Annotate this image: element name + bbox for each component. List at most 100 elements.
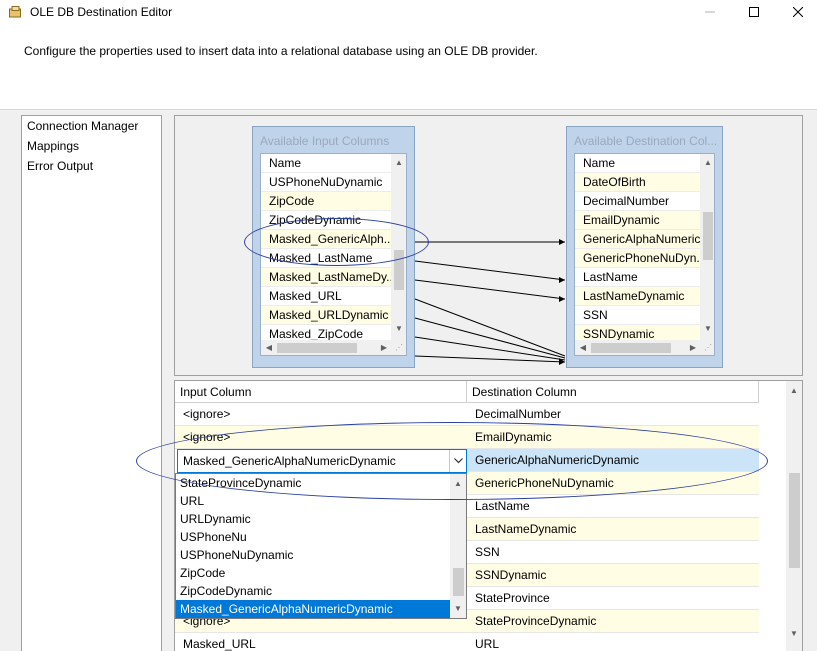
- destination-box-title: Available Destination Col...: [574, 134, 718, 148]
- scrollbar-thumb[interactable]: [453, 568, 464, 596]
- input-list-hscrollbar[interactable]: ◀ ▶ ⋰: [261, 340, 406, 355]
- destination-column-item[interactable]: LastNameDynamic: [575, 287, 700, 306]
- scroll-right-icon[interactable]: ▶: [380, 343, 388, 352]
- destination-columns-list[interactable]: Name DateOfBirth DecimalNumber EmailDyna…: [574, 153, 715, 356]
- resize-grip-icon[interactable]: ⋰: [395, 343, 403, 352]
- input-box-title: Available Input Columns: [260, 134, 390, 148]
- dropdown-option[interactable]: ZipCode: [180, 566, 226, 580]
- scroll-up-icon[interactable]: ▲: [790, 386, 798, 395]
- input-column-item[interactable]: Masked_URLDynamic: [261, 306, 391, 325]
- header-description: Configure the properties used to insert …: [24, 44, 538, 58]
- input-column-combobox[interactable]: Masked_GenericAlphaNumericDynamic: [177, 449, 467, 473]
- mapping-line: [414, 298, 566, 357]
- ssis-destination-icon: [9, 6, 21, 18]
- scroll-down-icon[interactable]: ▼: [454, 604, 462, 613]
- grid-destination-cell: StateProvinceDynamic: [467, 610, 759, 633]
- available-destination-columns-box[interactable]: Available Destination Col... Name DateOf…: [566, 126, 723, 368]
- mapping-arrowhead: [559, 239, 565, 245]
- grid-destination-cell: StateProvince: [467, 587, 759, 610]
- destination-column-item[interactable]: DateOfBirth: [575, 173, 700, 192]
- grid-input-cell[interactable]: <ignore>: [175, 403, 467, 426]
- input-list-header: Name: [261, 154, 391, 173]
- resize-grip-icon[interactable]: ⋰: [704, 343, 712, 352]
- input-column-item[interactable]: Masked_URL: [261, 287, 391, 306]
- grid-input-cell[interactable]: Masked_URL: [175, 633, 467, 651]
- dropdown-button[interactable]: [449, 450, 466, 472]
- window-title: OLE DB Destination Editor: [30, 5, 173, 19]
- destination-column-item[interactable]: DecimalNumber: [575, 192, 700, 211]
- grid-destination-cell: LastName: [467, 495, 759, 518]
- dropdown-vscrollbar[interactable]: ▲ ▼: [450, 474, 466, 618]
- grid-destination-cell: GenericPhoneNuDynamic: [467, 472, 759, 495]
- dropdown-option[interactable]: URLDynamic: [180, 512, 251, 526]
- dropdown-option[interactable]: URL: [180, 494, 205, 508]
- input-columns-list[interactable]: Name USPhoneNuDynamic ZipCode ZipCodeDyn…: [260, 153, 407, 356]
- input-column-item[interactable]: ZipCodeDynamic: [261, 211, 391, 230]
- grid-destination-cell: LastNameDynamic: [467, 518, 759, 541]
- input-column-item[interactable]: ZipCode: [261, 192, 391, 211]
- minimize-icon: [705, 11, 715, 13]
- destination-column-header[interactable]: Destination Column: [467, 381, 759, 403]
- destination-column-item[interactable]: GenericPhoneNuDyn...: [575, 249, 700, 268]
- close-button[interactable]: [775, 0, 817, 24]
- scroll-left-icon[interactable]: ◀: [579, 343, 587, 352]
- mapping-arrowhead: [559, 277, 565, 283]
- scroll-left-icon[interactable]: ◀: [265, 343, 273, 352]
- scroll-up-icon[interactable]: ▲: [454, 479, 462, 488]
- nav-item-connection-manager[interactable]: Connection Manager: [27, 119, 139, 133]
- input-list-vscrollbar[interactable]: ▲ ▼: [391, 154, 406, 340]
- mapping-line: [414, 279, 566, 300]
- editor-header: Configure the properties used to insert …: [0, 24, 817, 110]
- mapping-line: [414, 336, 566, 361]
- input-column-item[interactable]: Masked_LastNameDy...: [261, 268, 391, 287]
- scrollbar-thumb[interactable]: [591, 343, 671, 353]
- page-navigation: Connection Manager Mappings Error Output: [21, 115, 162, 651]
- combobox-value: Masked_GenericAlphaNumericDynamic: [183, 454, 396, 468]
- scrollbar-thumb[interactable]: [703, 212, 713, 260]
- destination-list-header: Name: [575, 154, 700, 173]
- grid-destination-cell: DecimalNumber: [467, 403, 759, 426]
- scroll-up-icon[interactable]: ▲: [704, 158, 712, 167]
- chevron-down-icon: [453, 458, 463, 464]
- scroll-right-icon[interactable]: ▶: [689, 343, 697, 352]
- scroll-down-icon[interactable]: ▼: [790, 629, 798, 638]
- scroll-down-icon[interactable]: ▼: [395, 324, 403, 333]
- input-column-header[interactable]: Input Column: [175, 381, 467, 403]
- destination-column-item[interactable]: LastName: [575, 268, 700, 287]
- nav-item-mappings[interactable]: Mappings: [27, 139, 80, 153]
- input-column-item[interactable]: Masked_LastName: [261, 249, 391, 268]
- input-column-item[interactable]: Masked_GenericAlph...: [261, 230, 391, 249]
- dropdown-option[interactable]: USPhoneNuDynamic: [180, 548, 294, 562]
- mapping-arrowhead: [559, 296, 565, 302]
- destination-list-hscrollbar[interactable]: ◀ ▶ ⋰: [575, 340, 714, 355]
- scroll-down-icon[interactable]: ▼: [704, 324, 712, 333]
- maximize-button[interactable]: [731, 0, 777, 24]
- destination-column-item[interactable]: SSN: [575, 306, 700, 325]
- mapping-line: [414, 260, 566, 281]
- minimize-button[interactable]: [687, 0, 733, 24]
- dropdown-option[interactable]: ZipCodeDynamic: [180, 584, 273, 598]
- dropdown-option[interactable]: USPhoneNu: [180, 530, 247, 544]
- title-bar: OLE DB Destination Editor: [0, 0, 817, 24]
- available-input-columns-box[interactable]: Available Input Columns Name USPhoneNuDy…: [252, 126, 415, 368]
- grid-destination-cell: EmailDynamic: [467, 426, 759, 449]
- mapping-canvas[interactable]: Available Input Columns Name USPhoneNuDy…: [174, 115, 803, 376]
- input-column-dropdown[interactable]: StateProvinceDynamic URL URLDynamic USPh…: [175, 473, 467, 619]
- scroll-up-icon[interactable]: ▲: [395, 158, 403, 167]
- grid-vscrollbar[interactable]: ▲ ▼: [786, 381, 802, 651]
- mapping-line: [414, 355, 566, 363]
- grid-destination-cell: SSNDynamic: [467, 564, 759, 587]
- input-column-item[interactable]: USPhoneNuDynamic: [261, 173, 391, 192]
- dropdown-option-selected[interactable]: Masked_GenericAlphaNumericDynamic: [176, 600, 451, 618]
- destination-list-vscrollbar[interactable]: ▲ ▼: [700, 154, 714, 340]
- scrollbar-thumb[interactable]: [394, 250, 404, 290]
- grid-input-cell[interactable]: <ignore>: [175, 426, 467, 449]
- nav-item-error-output[interactable]: Error Output: [27, 159, 94, 173]
- grid-destination-cell: SSN: [467, 541, 759, 564]
- scrollbar-thumb[interactable]: [789, 473, 800, 568]
- destination-column-item[interactable]: EmailDynamic: [575, 211, 700, 230]
- destination-column-item[interactable]: GenericAlphaNumeric...: [575, 230, 700, 249]
- mapping-lines: [414, 239, 566, 365]
- dropdown-option[interactable]: StateProvinceDynamic: [180, 476, 302, 490]
- scrollbar-thumb[interactable]: [277, 343, 357, 353]
